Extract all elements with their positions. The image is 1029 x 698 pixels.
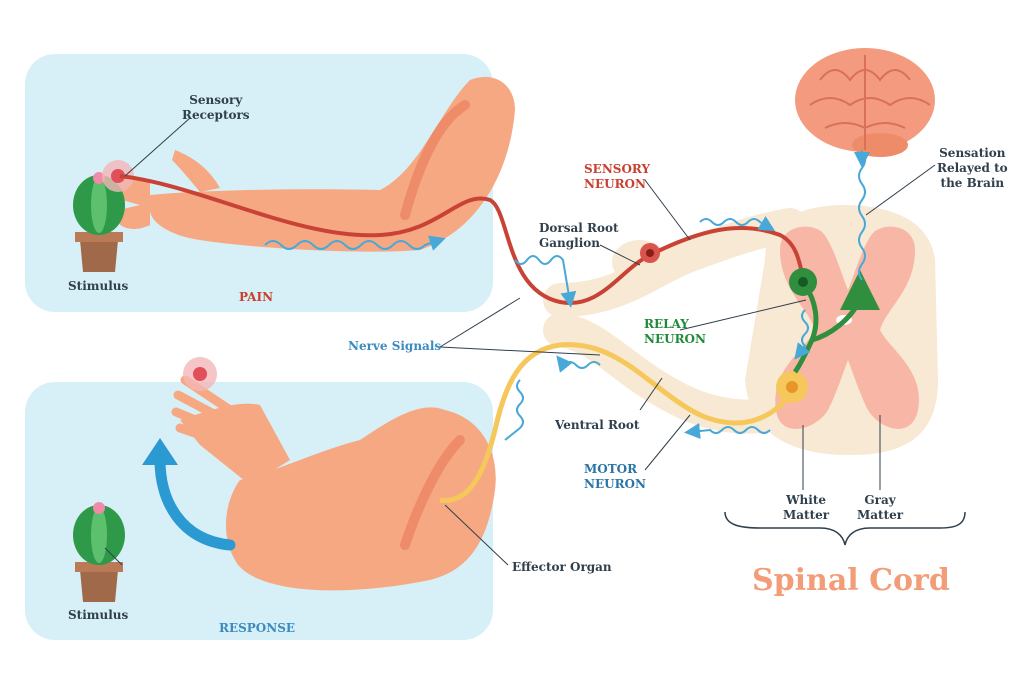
cactus-bottom-icon xyxy=(73,502,125,602)
label-sensation-relayed: Sensation Relayed to the Brain xyxy=(937,146,1008,190)
dorsal-root-nerve xyxy=(543,208,807,317)
label-sensory-neuron: SENSORY NEURON xyxy=(584,162,651,191)
leader-lines xyxy=(104,117,936,566)
title-spinal-cord: Spinal Cord xyxy=(752,563,950,598)
signal-wave-ventral xyxy=(556,355,601,373)
label-white-matter: White Matter xyxy=(783,493,830,522)
label-relay-neuron: RELAY NEURON xyxy=(644,317,706,346)
label-pain: PAIN xyxy=(239,290,274,304)
signal-wave-arm-top xyxy=(264,235,446,251)
label-effector-organ: Effector Organ xyxy=(512,560,612,574)
label-dorsal-root-ganglion: Dorsal Root Ganglion xyxy=(539,221,619,250)
spinal-cord-brace xyxy=(724,511,966,546)
signal-wave-sensory-top xyxy=(699,215,776,232)
signal-wave-relay xyxy=(794,309,811,360)
label-sensory-receptors: Sensory Receptors xyxy=(182,93,250,122)
motor-neuron-path xyxy=(439,342,792,503)
sensory-neuron-path xyxy=(119,174,807,306)
label-stimulus-top: Stimulus xyxy=(68,279,129,293)
signal-wave-dorsal xyxy=(514,255,577,308)
label-nerve-signals: Nerve Signals xyxy=(348,339,442,353)
signal-wave-arm-bottom xyxy=(504,379,524,441)
signal-wave-brain xyxy=(854,148,870,281)
hand-bottom-icon xyxy=(171,375,290,485)
response-arrow-icon xyxy=(154,454,236,551)
cactus-top-icon xyxy=(73,172,125,272)
label-stimulus-bottom: Stimulus xyxy=(68,608,129,622)
signal-wave-motor xyxy=(684,423,771,439)
brain-icon xyxy=(795,48,935,157)
label-response: RESPONSE xyxy=(219,621,296,635)
spinal-cord-section xyxy=(745,205,938,455)
label-gray-matter: Gray Matter xyxy=(857,493,904,522)
label-ventral-root: Ventral Root xyxy=(555,418,640,432)
label-motor-neuron: MOTOR NEURON xyxy=(584,462,646,491)
arm-bottom-icon xyxy=(225,407,496,591)
